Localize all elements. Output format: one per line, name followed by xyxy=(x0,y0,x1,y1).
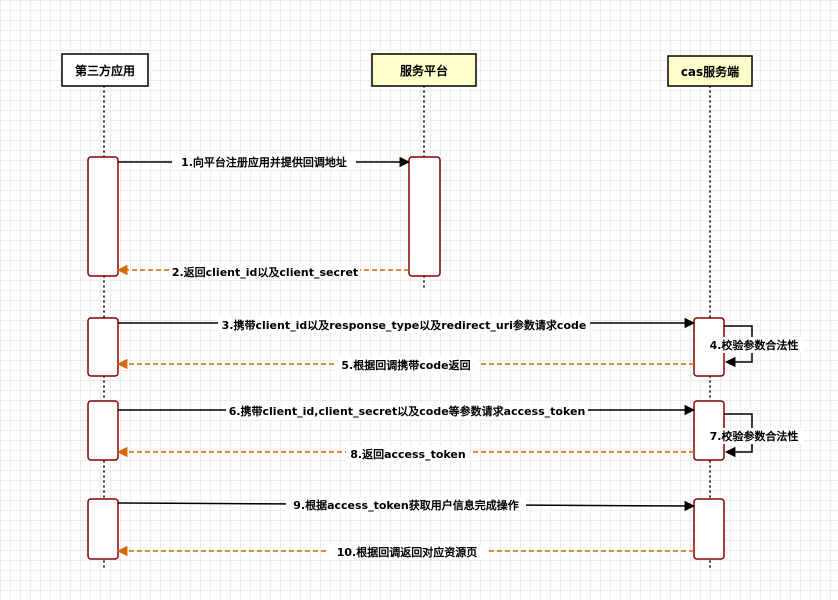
message-7: 7.校验参数合法性 xyxy=(704,413,804,458)
actor-label-cas: cas服务端 xyxy=(681,64,739,79)
message-label-4: 4.校验参数合法性 xyxy=(710,338,799,352)
message-label-5: 5.根据回调携带code返回 xyxy=(341,358,470,372)
message-3: 3.携带client_id以及response_type以及redirect_u… xyxy=(118,317,696,333)
activation-third-party-1 xyxy=(87,156,119,277)
actor-label-platform: 服务平台 xyxy=(400,63,448,78)
actor-third-party[interactable]: 第三方应用 xyxy=(61,53,149,87)
message-label-6: 6.携带client_id,client_secret以及code等参数请求ac… xyxy=(229,404,586,418)
message-label-3: 3.携带client_id以及response_type以及redirect_u… xyxy=(222,318,587,332)
message-6: 6.携带client_id,client_secret以及code等参数请求ac… xyxy=(118,403,696,419)
activation-third-party-3 xyxy=(87,400,119,461)
message-5: 5.根据回调携带code返回 xyxy=(116,357,694,373)
message-4: 4.校验参数合法性 xyxy=(704,325,804,368)
message-label-1: 1.向平台注册应用并提供回调地址 xyxy=(181,155,347,169)
message-9: 9.根据access_token获取用户信息完成操作 xyxy=(117,497,696,513)
activation-third-party-4 xyxy=(87,498,119,560)
message-1: 1.向平台注册应用并提供回调地址 xyxy=(118,154,411,170)
actor-platform[interactable]: 服务平台 xyxy=(371,53,477,87)
message-label-7: 7.校验参数合法性 xyxy=(710,429,799,443)
activation-cas-3 xyxy=(693,498,725,560)
activation-third-party-2 xyxy=(87,317,119,377)
message-8: 8.返回access_token xyxy=(116,446,694,462)
message-label-2: 2.返回client_id以及client_secret xyxy=(172,265,358,279)
activation-platform-1 xyxy=(408,156,441,277)
message-2: 2.返回client_id以及client_secret xyxy=(116,264,409,280)
message-label-9: 9.根据access_token获取用户信息完成操作 xyxy=(293,498,518,512)
actor-label-third-party: 第三方应用 xyxy=(75,63,135,78)
message-10: 10.根据回调返回对应资源页 xyxy=(116,544,694,560)
message-label-8: 8.返回access_token xyxy=(350,447,465,461)
message-label-10: 10.根据回调返回对应资源页 xyxy=(337,545,478,559)
actor-cas[interactable]: cas服务端 xyxy=(667,55,753,87)
